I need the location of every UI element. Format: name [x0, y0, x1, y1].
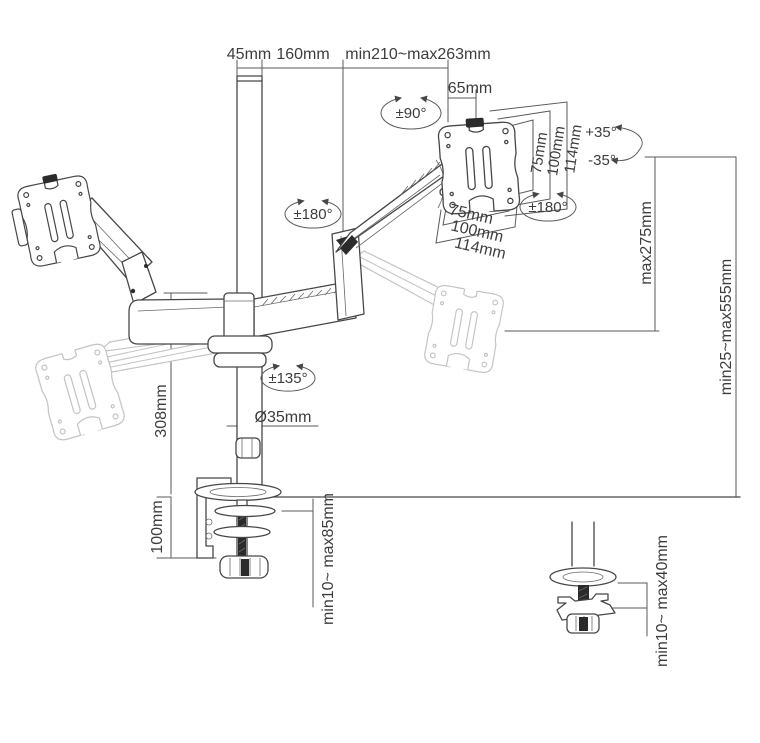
rotation-arc-135: [260, 363, 316, 392]
dim-label-min10-max40: min10~ max40mm: [654, 535, 671, 667]
grommet-mount: [549, 521, 617, 634]
cable-clip: [235, 437, 261, 459]
dim-label-65mm: 65mm: [448, 80, 492, 97]
ghost-right-arm-position: [350, 250, 506, 375]
clamp-pad-lower: [213, 525, 271, 539]
dim-label-308: 308mm: [153, 384, 170, 437]
dim-label-160mm: 160mm: [276, 46, 329, 63]
angle-label-180-arm: ±180°: [293, 206, 332, 223]
collar-ring-upper: [207, 335, 273, 354]
left-arm-assembly: [11, 173, 229, 345]
dim-label-min25-max555: min25~max555mm: [718, 259, 735, 396]
vesa-plate-right: [437, 117, 521, 216]
dim-label-min10-max85: min10~ max85mm: [320, 493, 337, 625]
left-elbow-joint: [121, 251, 157, 305]
dim-label-clamp-100: 100mm: [149, 500, 166, 553]
tilt-label-plus35: +35°: [585, 124, 616, 141]
dimension-labels: 45mm 160mm min210~max263mm 65mm ±90° ±18…: [149, 46, 735, 667]
desk-clamp: [194, 477, 282, 579]
tilt-label-minus35: -35°: [588, 152, 616, 169]
dim-label-45mm: 45mm: [227, 46, 271, 63]
dim-label-diameter-35: Ø35mm: [255, 409, 312, 426]
vesa-plate-left: [11, 173, 103, 269]
rotation-badges: [260, 95, 643, 392]
clamp-top-plate: [194, 482, 282, 502]
grommet-top-disc: [549, 567, 617, 587]
tilt-arc: [610, 124, 643, 165]
rotation-arc-180-vesa: [519, 191, 577, 222]
pole-junction: [207, 292, 273, 368]
clamp-pad-upper: [214, 504, 276, 518]
rotation-arc-180-arm: [284, 198, 342, 229]
rotation-arc-90: [380, 95, 442, 130]
dim-label-min210-max263: min210~max263mm: [345, 46, 490, 63]
vesa-side-label-75: 75mm: [528, 131, 551, 175]
dim-label-max275: max275mm: [638, 201, 655, 285]
right-elbow-joint: [331, 227, 365, 321]
angle-label-90: ±90°: [396, 105, 427, 122]
pole: [235, 75, 263, 491]
collar-ring-lower: [213, 352, 267, 368]
angle-label-135: ±135°: [268, 370, 307, 387]
angle-label-180-vesa: ±180°: [528, 199, 567, 216]
